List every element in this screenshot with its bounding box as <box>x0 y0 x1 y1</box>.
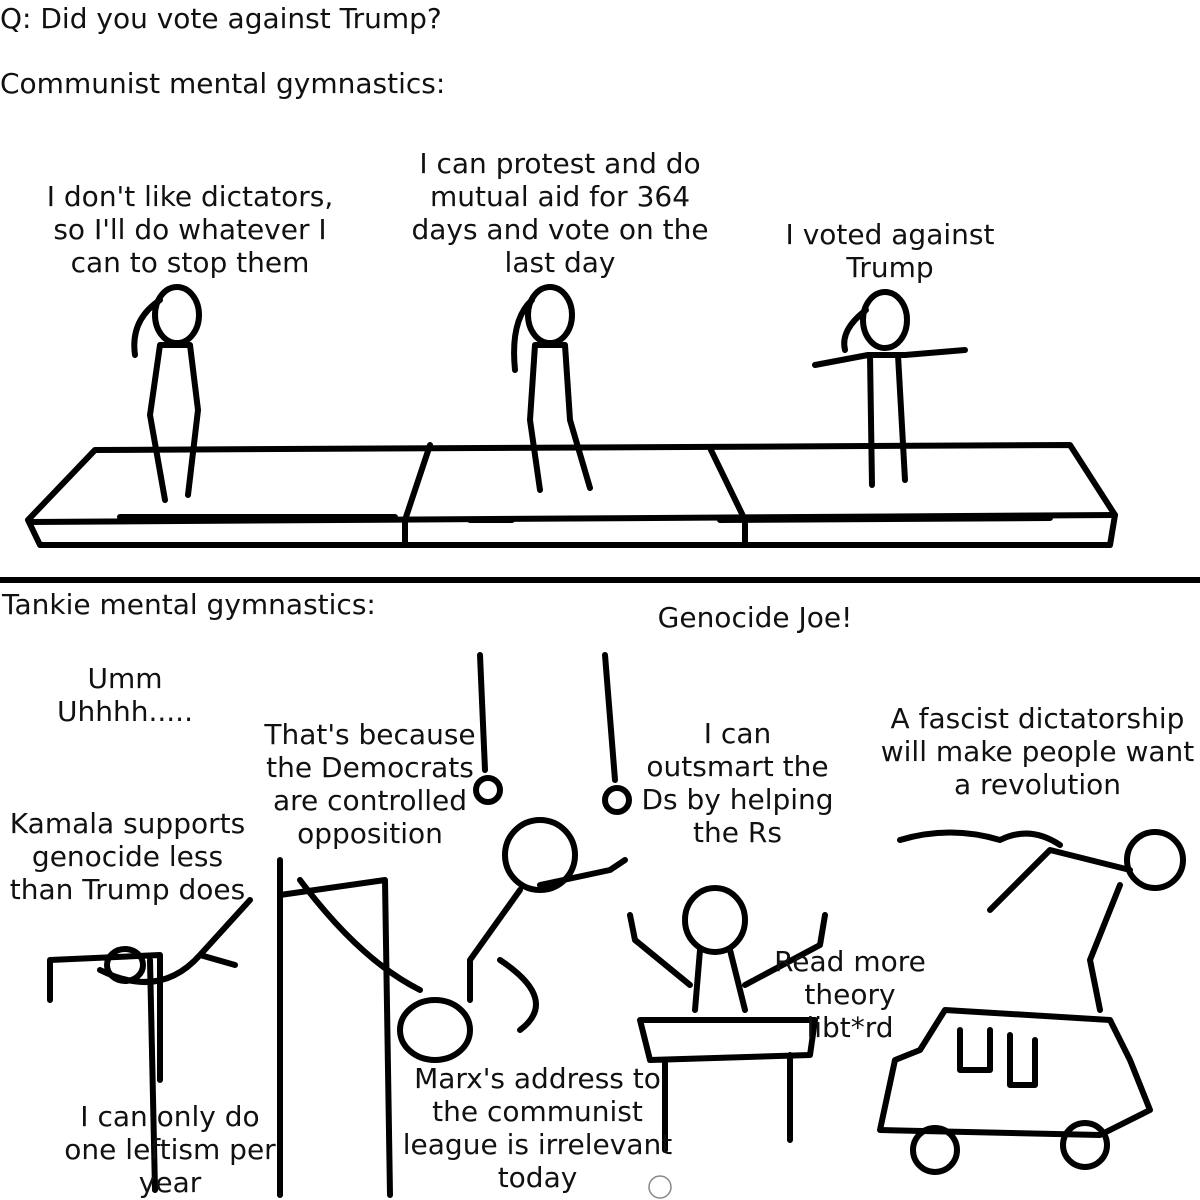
caption-leftism: I can only do one leftism per year <box>64 1100 276 1199</box>
caption-voted: I voted against Trump <box>785 218 995 284</box>
table-figure <box>627 885 828 1153</box>
top-panel-heading: Communist mental gymnastics: <box>0 67 446 100</box>
gymnast-figure-1 <box>131 284 202 503</box>
gymnast-figure-3 <box>812 289 968 488</box>
gym-mat <box>25 442 1118 548</box>
caption-protest: I can protest and do mutual aid for 364 … <box>411 147 709 279</box>
high-bar-middle <box>277 857 473 1198</box>
question-text: Q: Did you vote against Trump? <box>0 2 442 35</box>
caption-theory: Read more theory libt*rd <box>774 945 926 1044</box>
rings <box>467 652 632 1033</box>
caption-dictators: I don't like dictators, so I'll do whate… <box>46 180 334 279</box>
caption-kamala: Kamala supports genocide less than Trump… <box>9 807 246 906</box>
burning-car <box>877 829 1186 1175</box>
caption-genocide-joe: Genocide Joe! <box>657 601 853 634</box>
caption-outsmart: I can outsmart the Ds by helping the Rs <box>641 717 834 849</box>
caption-democrats: That's because the Democrats are control… <box>264 718 476 850</box>
scroll-indicator <box>648 1175 672 1199</box>
gymnast-figure-2 <box>511 284 593 493</box>
caption-marx: Marx's address to the communist league i… <box>402 1062 673 1194</box>
caption-umm: Umm Uhhhh..... <box>57 662 193 728</box>
caption-fascist: A fascist dictatorship will make people … <box>880 702 1195 801</box>
bottom-panel-heading: Tankie mental gymnastics: <box>2 588 376 621</box>
high-bar-left <box>47 897 253 1193</box>
